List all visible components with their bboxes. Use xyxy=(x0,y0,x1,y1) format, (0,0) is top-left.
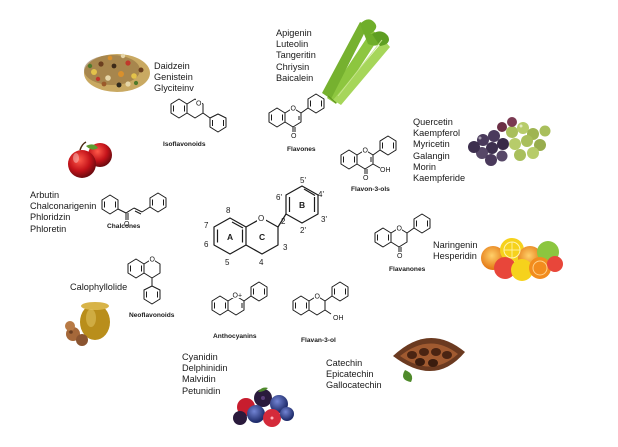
position-6: 6 xyxy=(204,240,209,249)
flavan3ol-hydroxyl: OH xyxy=(333,315,344,322)
position-3prime: 3' xyxy=(321,215,327,224)
isoflavonoid-compounds: Daidzein Genistein Glyciteinv xyxy=(154,61,194,95)
isoflavonoids-caption: Isoflavonoids xyxy=(163,141,206,148)
chalcones-caption: Chalcones xyxy=(107,223,141,230)
compound-apigenin: Apigenin xyxy=(276,28,312,38)
compound-epicatechin: Epicatechin xyxy=(326,369,374,380)
neoflavonoid-compounds: Calophyllolide xyxy=(70,282,127,293)
flavon3ol-oxygen: O xyxy=(363,148,369,155)
flavon3ol-carbonyl-oxygen: O xyxy=(363,175,369,182)
compound-quercetin: Quercetin xyxy=(413,117,453,127)
compound-delphinidin: Delphinidin xyxy=(182,363,228,374)
position-3: 3 xyxy=(283,243,288,252)
neoflavonoid-oxygen: O xyxy=(150,257,156,264)
flavan3ol-oxygen: O xyxy=(315,294,321,301)
compound-arbutin: Arbutin xyxy=(30,190,60,200)
position-5prime: 5' xyxy=(300,176,306,185)
structures xyxy=(101,93,431,316)
apples-icon xyxy=(68,141,112,178)
compound-naringenin: Naringenin xyxy=(433,240,478,250)
citrus-icon xyxy=(481,238,563,281)
position-2prime: 2' xyxy=(300,226,306,235)
flavon3ol-hydroxyl: OH xyxy=(380,167,391,174)
flavan3ol-structure xyxy=(292,281,349,316)
chalcone-compounds: Arbutin Chalconarigenin Phloridzin Phlor… xyxy=(30,190,96,235)
flavan3ol-compounds: Catechin Epicatechin Gallocatechin xyxy=(326,358,382,392)
compound-genistein: Genistein xyxy=(154,72,193,83)
flavanone-compounds: Naringenin Hesperidin xyxy=(433,240,477,262)
flavanone-oxygen: O xyxy=(397,226,403,233)
compound-petunidin: Petunidin xyxy=(182,385,221,396)
compound-morin: Morin xyxy=(413,161,436,172)
position-8: 8 xyxy=(226,206,231,215)
compound-cyanidin: Cyanidin xyxy=(182,352,218,362)
oil-nuts-icon xyxy=(65,302,110,346)
position-4prime: 4' xyxy=(318,190,324,199)
compound-gallocatechin: Gallocatechin xyxy=(326,380,382,391)
position-7: 7 xyxy=(204,221,209,230)
flavan3ol-caption: Flavan-3-ol xyxy=(301,337,336,344)
compound-myricetin: Myricetin xyxy=(413,139,450,150)
grapes-icon xyxy=(468,117,551,166)
compound-phloridzin: Phloridzin xyxy=(30,212,71,223)
compound-catechin: Catechin xyxy=(326,358,363,368)
compound-chrysin: Chriysin xyxy=(276,61,310,72)
flavone-structure xyxy=(268,93,325,132)
neoflavonoids-caption: Neoflavonoids xyxy=(129,312,175,319)
isoflavonoid-oxygen: O xyxy=(196,101,202,108)
core-hetero-oxygen: O xyxy=(258,214,264,223)
position-4: 4 xyxy=(259,258,264,267)
compound-tangeritin: Tangeritin xyxy=(276,50,316,61)
compound-malvidin: Malvidin xyxy=(182,374,216,385)
anthocyanin-compounds: Cyanidin Delphinidin Malvidin Petunidin xyxy=(182,352,227,397)
ring-a-label: A xyxy=(227,232,233,242)
compound-kaempferide: Kaempferide xyxy=(413,173,466,184)
flavone-compounds: Apigenin Luteolin Tangeritin Chriysin Ba… xyxy=(276,28,316,84)
anthocyanin-oxonium: O+ xyxy=(233,293,243,300)
flavon3ol-compounds: Quercetin Kaempferol Myricetin Galangin … xyxy=(413,117,465,184)
beans-icon xyxy=(84,53,150,92)
position-6prime: 6' xyxy=(276,193,282,202)
position-5: 5 xyxy=(225,258,230,267)
flavon3ols-caption: Flavon-3-ols xyxy=(351,186,390,193)
position-2: 2 xyxy=(281,217,286,226)
chalcone-structure xyxy=(101,192,167,220)
flavanone-carbonyl-oxygen: O xyxy=(397,253,403,260)
compound-glycitein: Glyciteinv xyxy=(154,83,194,94)
compound-galangin: Galangin xyxy=(413,150,450,161)
flavanones-caption: Flavanones xyxy=(389,266,426,273)
compound-kaempferol: Kaempferol xyxy=(413,128,460,139)
atom-labels: O O O O O OH O O O O O+ O OH O xyxy=(124,99,403,322)
compound-daidzein: Daidzein xyxy=(154,61,190,71)
compound-phloretin: Phloretin xyxy=(30,223,67,234)
anthocyanins-caption: Anthocyanins xyxy=(213,333,257,340)
core-labels: A C B 2 3 4 5 6 7 8 2' 3' 4' 5' 6' xyxy=(204,176,327,267)
ring-b-label: B xyxy=(299,200,305,210)
ring-c-label: C xyxy=(259,232,265,242)
celery-icon xyxy=(322,19,390,105)
flavone-carbonyl-oxygen: O xyxy=(291,133,297,140)
neoflavonoid-structure xyxy=(127,258,161,305)
chalcone-carbonyl-oxygen: O xyxy=(124,221,130,228)
compound-chalconarigenin: Chalconarigenin xyxy=(30,201,97,212)
compound-luteolin: Luteolin xyxy=(276,39,309,50)
compound-hesperidin: Hesperidin xyxy=(433,251,477,262)
flavone-oxygen: O xyxy=(291,106,297,113)
flavanone-structure xyxy=(374,213,431,252)
berries-icon xyxy=(233,387,294,427)
flavones-caption: Flavones xyxy=(287,146,316,153)
compound-calophyllolide: Calophyllolide xyxy=(70,282,128,292)
cocoa-pod-icon xyxy=(393,337,465,382)
isoflavonoid-structure xyxy=(170,98,227,133)
compound-baicalein: Baicalein xyxy=(276,72,314,83)
